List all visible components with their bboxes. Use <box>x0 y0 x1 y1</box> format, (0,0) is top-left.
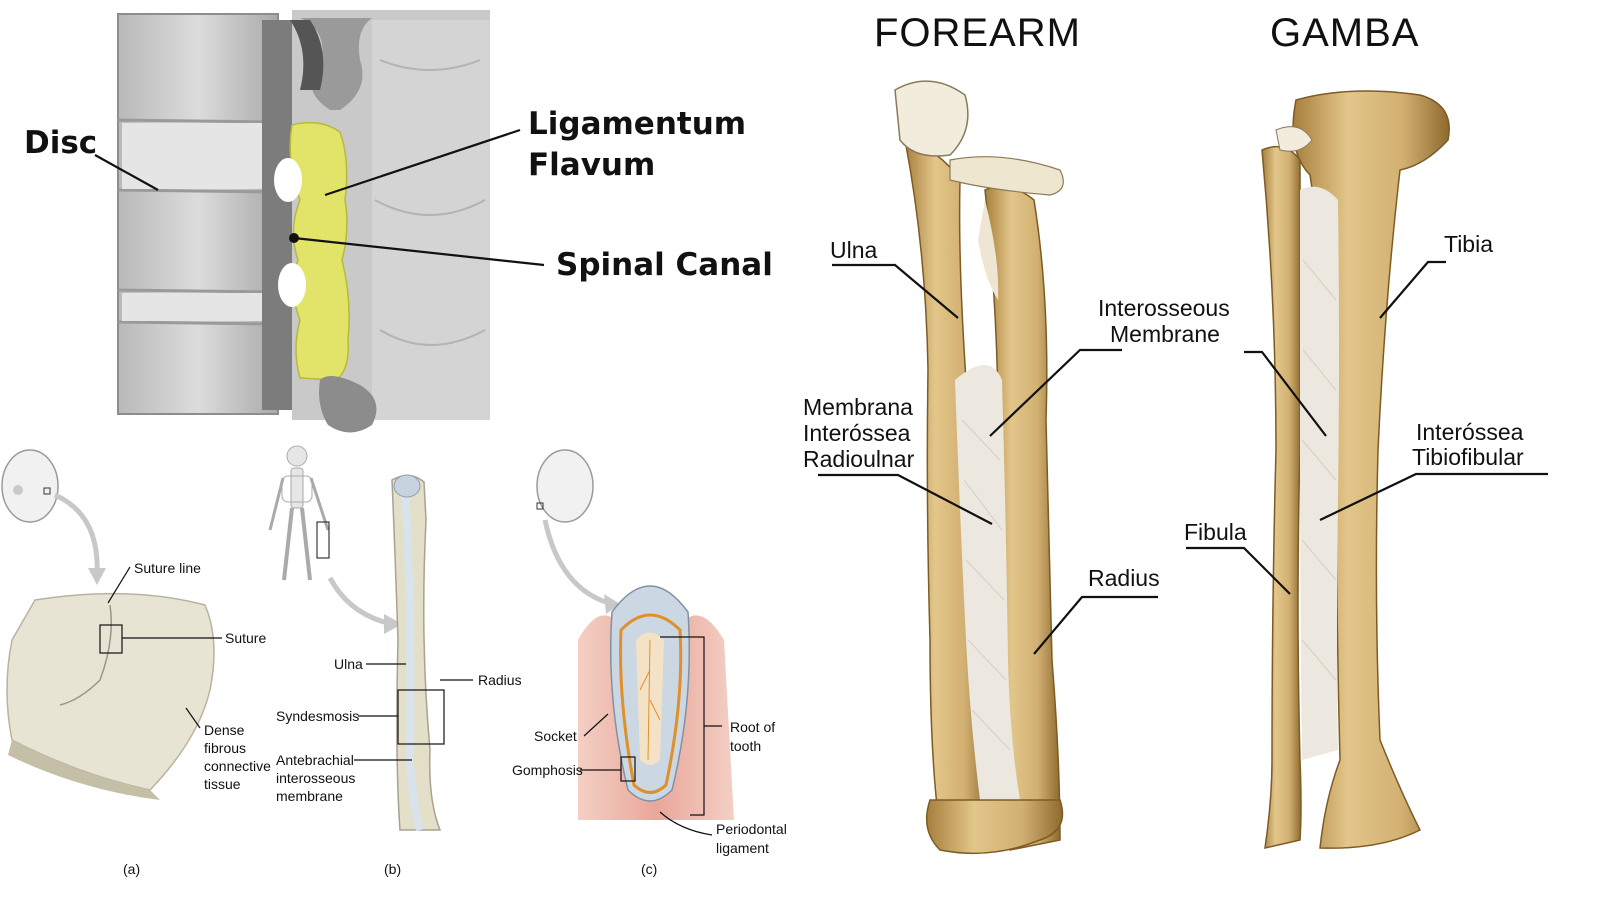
caption-b: (b) <box>384 861 401 877</box>
intervertebral-disc <box>122 123 274 189</box>
label-dense-3: connective <box>204 758 271 774</box>
label-socket: Socket <box>534 728 577 744</box>
label-dense-2: fibrous <box>204 740 246 756</box>
spine-label-ligamentum-2: Flavum <box>528 147 655 183</box>
fibula-bone <box>1261 145 1302 849</box>
label-gomphosis: Gomphosis <box>512 762 583 778</box>
label-dense-4: tissue <box>204 776 241 792</box>
label-interossea-2: Tibiofibular <box>1412 444 1524 470</box>
label-membrana-2: Interóssea <box>803 420 911 446</box>
syndesmosis-illustration <box>268 445 473 832</box>
label-interosseous-1: Interosseous <box>1098 295 1230 321</box>
label-root-1: Root of <box>730 719 775 735</box>
skull-icon <box>1 449 59 523</box>
label-ulna-small: Ulna <box>334 656 363 672</box>
label-ulna: Ulna <box>830 237 878 263</box>
label-antebrachial-3: membrane <box>276 788 343 804</box>
skull-icon-2 <box>536 449 594 523</box>
spine-label-spinal-canal: Spinal Canal <box>556 247 773 283</box>
label-suture-line: Suture line <box>134 560 201 576</box>
gomphosis-illustration <box>536 449 734 836</box>
label-tibia: Tibia <box>1444 231 1493 257</box>
label-fibula: Fibula <box>1184 519 1247 545</box>
label-periodontal-2: ligament <box>716 840 769 856</box>
spinous-process <box>319 376 377 433</box>
label-antebrachial-1: Antebrachial <box>276 752 354 768</box>
ligamentum-flavum <box>289 121 350 381</box>
skeleton-icon <box>268 445 330 581</box>
label-interosseous-2: Membrane <box>1110 321 1220 347</box>
suture-illustration <box>1 449 222 800</box>
leg-interosseous-membrane <box>1300 186 1339 760</box>
vertebral-bodies <box>118 14 278 414</box>
label-antebrachial-2: interosseous <box>276 770 355 786</box>
label-syndesmosis: Syndesmosis <box>276 708 359 724</box>
label-interossea-1: Interóssea <box>1416 419 1524 445</box>
spine-label-disc: Disc <box>24 125 97 161</box>
label-membrana-1: Membrana <box>803 394 913 420</box>
forearm-title: FOREARM <box>874 11 1081 55</box>
leg-illustration <box>1186 90 1548 849</box>
caption-a: (a) <box>123 861 140 877</box>
label-membrana-3: Radioulnar <box>803 446 915 472</box>
spine-label-ligamentum-1: Ligamentum <box>528 106 746 142</box>
spinal-canal-region <box>262 20 292 410</box>
label-radius-small: Radius <box>478 672 522 688</box>
spine-illustration <box>94 10 545 433</box>
caption-c: (c) <box>641 861 657 877</box>
ulna-radius-bones <box>391 474 442 831</box>
label-radius: Radius <box>1088 565 1160 591</box>
gamba-title: GAMBA <box>1270 11 1419 55</box>
label-periodontal-1: Periodontal <box>716 821 787 837</box>
periodontal-ligament <box>619 613 683 794</box>
olecranon <box>894 80 969 157</box>
label-dense-1: Dense <box>204 722 245 738</box>
label-suture: Suture <box>225 630 266 646</box>
forearm-illustration <box>818 80 1158 855</box>
label-root-2: tooth <box>730 738 761 754</box>
